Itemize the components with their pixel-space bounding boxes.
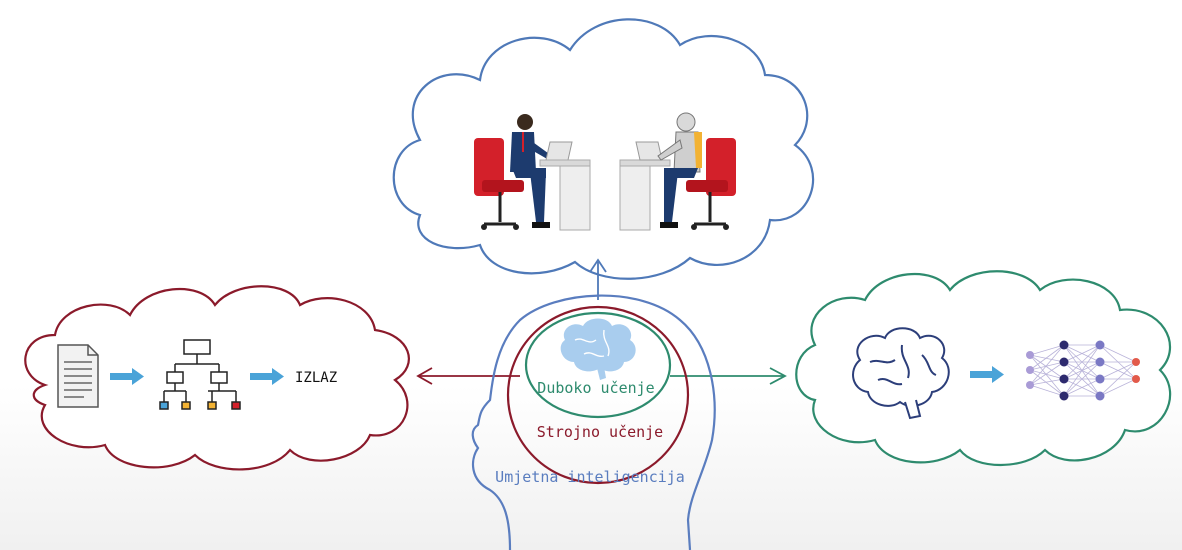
deep-learning-ring [524, 311, 672, 419]
robot-at-laptop-icon [619, 112, 736, 231]
output-label: IZLAZ [295, 370, 337, 386]
head-outline-ai [471, 294, 716, 550]
brain-icon [560, 318, 636, 380]
arrow-icon [110, 368, 144, 385]
human-at-laptop-icon [474, 114, 591, 231]
connector-arrow-right [670, 367, 787, 385]
artificial-intelligence-label: Umjetna inteligencija [495, 468, 685, 486]
top-cloud [392, 18, 815, 280]
connector-arrow-up [589, 258, 607, 300]
connector-arrow-left [416, 367, 520, 385]
document-icon [57, 344, 99, 408]
arrow-icon [250, 368, 284, 385]
arrow-icon [970, 366, 1004, 383]
machine-learning-label: Strojno učenje [537, 423, 663, 441]
flowchart-icon [159, 339, 241, 410]
machine-learning-ring [506, 305, 690, 485]
right-cloud [795, 270, 1172, 466]
deep-learning-label: Duboko učenje [537, 379, 654, 397]
brain-icon [852, 327, 950, 420]
neural-network-icon [1026, 340, 1140, 401]
